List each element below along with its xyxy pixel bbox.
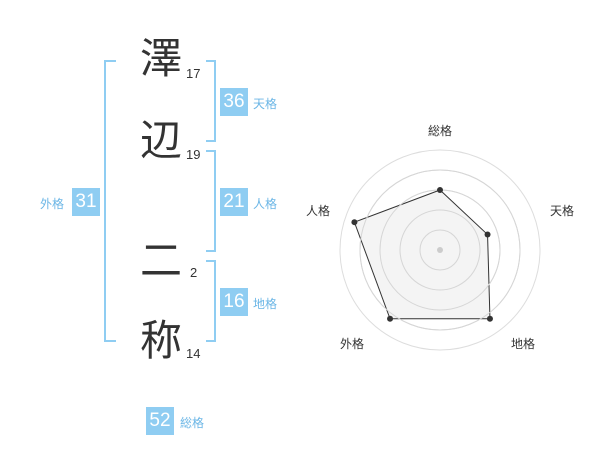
radar-ring-overlay xyxy=(399,209,481,291)
radar-point-2 xyxy=(486,315,493,322)
radar-area xyxy=(353,189,491,320)
name-char-2: 辺 xyxy=(140,116,183,165)
radar-chart-svg xyxy=(339,149,541,351)
name-char-4: 称 xyxy=(140,316,183,365)
radar-label-tenkaku: 天格 xyxy=(550,204,575,218)
radar-label-soukaku: 総格 xyxy=(428,124,453,138)
jinkaku-score: 21 xyxy=(220,188,248,216)
radar-ring-overlay xyxy=(359,169,521,331)
chikaku-label: 地格 xyxy=(253,297,278,311)
radar-ring xyxy=(339,149,541,351)
stroke-count-3: 2 xyxy=(190,265,198,280)
radar-point-4 xyxy=(351,219,358,226)
tenkaku-label: 天格 xyxy=(253,97,278,111)
soukaku-label: 総格 xyxy=(180,416,205,430)
radar-ring-overlay xyxy=(419,229,461,271)
soukaku-score: 52 xyxy=(146,407,174,435)
radar-point-0 xyxy=(437,187,443,193)
radar-label-chikaku: 地格 xyxy=(511,337,536,351)
gaikaku-bracket xyxy=(104,60,116,342)
stroke-count-2: 19 xyxy=(186,147,201,162)
chikaku-score: 16 xyxy=(220,288,248,316)
chikaku-bracket xyxy=(206,260,216,342)
radar-point-3 xyxy=(387,315,394,322)
gaikaku-label: 外格 xyxy=(40,197,65,211)
radar-label-gaikaku: 外格 xyxy=(340,337,365,351)
jinkaku-label: 人格 xyxy=(253,197,278,211)
tenkaku-bracket xyxy=(206,60,216,142)
jinkaku-bracket xyxy=(206,150,216,252)
stroke-count-1: 17 xyxy=(186,66,201,81)
radar-label-jinkaku: 人格 xyxy=(306,204,331,218)
radar-center xyxy=(437,247,443,253)
tenkaku-score: 36 xyxy=(220,88,248,116)
stroke-count-4: 14 xyxy=(186,346,201,361)
radar-point-1 xyxy=(484,231,491,238)
name-char-3: 二 xyxy=(140,236,183,285)
gaikaku-score: 31 xyxy=(72,188,100,216)
name-char-1: 澤 xyxy=(140,34,183,83)
radar-chart xyxy=(300,110,600,380)
